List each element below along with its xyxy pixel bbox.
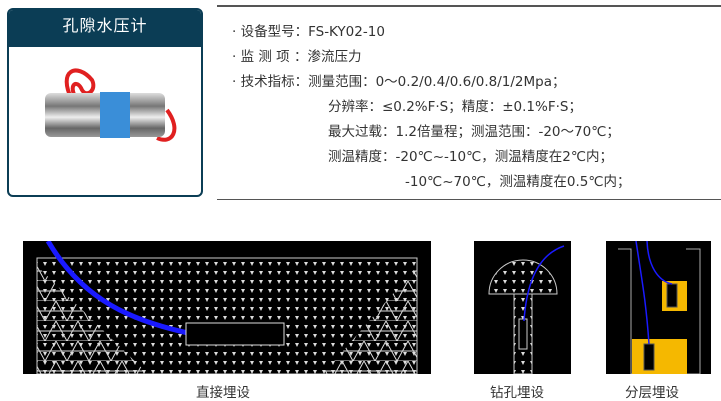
- tech-line-2: 分辨率：≤0.2%F·S；精度：±0.1%F·S；: [328, 99, 582, 115]
- model-label: · 设备型号：: [232, 24, 309, 40]
- tech-line-3: 最大过载：1.2倍量程；测温范围：-20～70℃；: [328, 124, 620, 140]
- product-photo: [45, 68, 177, 142]
- tech-line-1: 测量范围：0～0.2/0.4/0.6/0.8/1/2Mpa；: [308, 74, 566, 90]
- tech-line-4: 测温精度：-20℃~-10℃，测温精度在2℃内；: [328, 149, 613, 165]
- product-title: 孔隙水压计: [9, 10, 201, 47]
- layered-burial-diagram: [606, 241, 711, 374]
- item-value: 渗流压力: [307, 49, 362, 65]
- bottom-divider: [217, 199, 721, 200]
- item-label: · 监 测 项 ：: [232, 49, 308, 65]
- tech-line-5: -10℃~70℃，测温精度在0.5℃内；: [405, 174, 631, 190]
- product-card: 孔隙水压计: [7, 8, 203, 197]
- caption-borehole-burial: 钻孔埋设: [490, 385, 544, 401]
- model-value: FS-KY02-10: [308, 24, 385, 40]
- caption-direct-burial: 直接埋设: [196, 385, 250, 401]
- borehole-burial-diagram: [474, 241, 571, 374]
- top-divider: [217, 5, 721, 7]
- caption-layered-burial: 分层埋设: [625, 385, 679, 401]
- tech-label: · 技术指标：: [232, 74, 309, 90]
- direct-burial-diagram: [23, 241, 431, 374]
